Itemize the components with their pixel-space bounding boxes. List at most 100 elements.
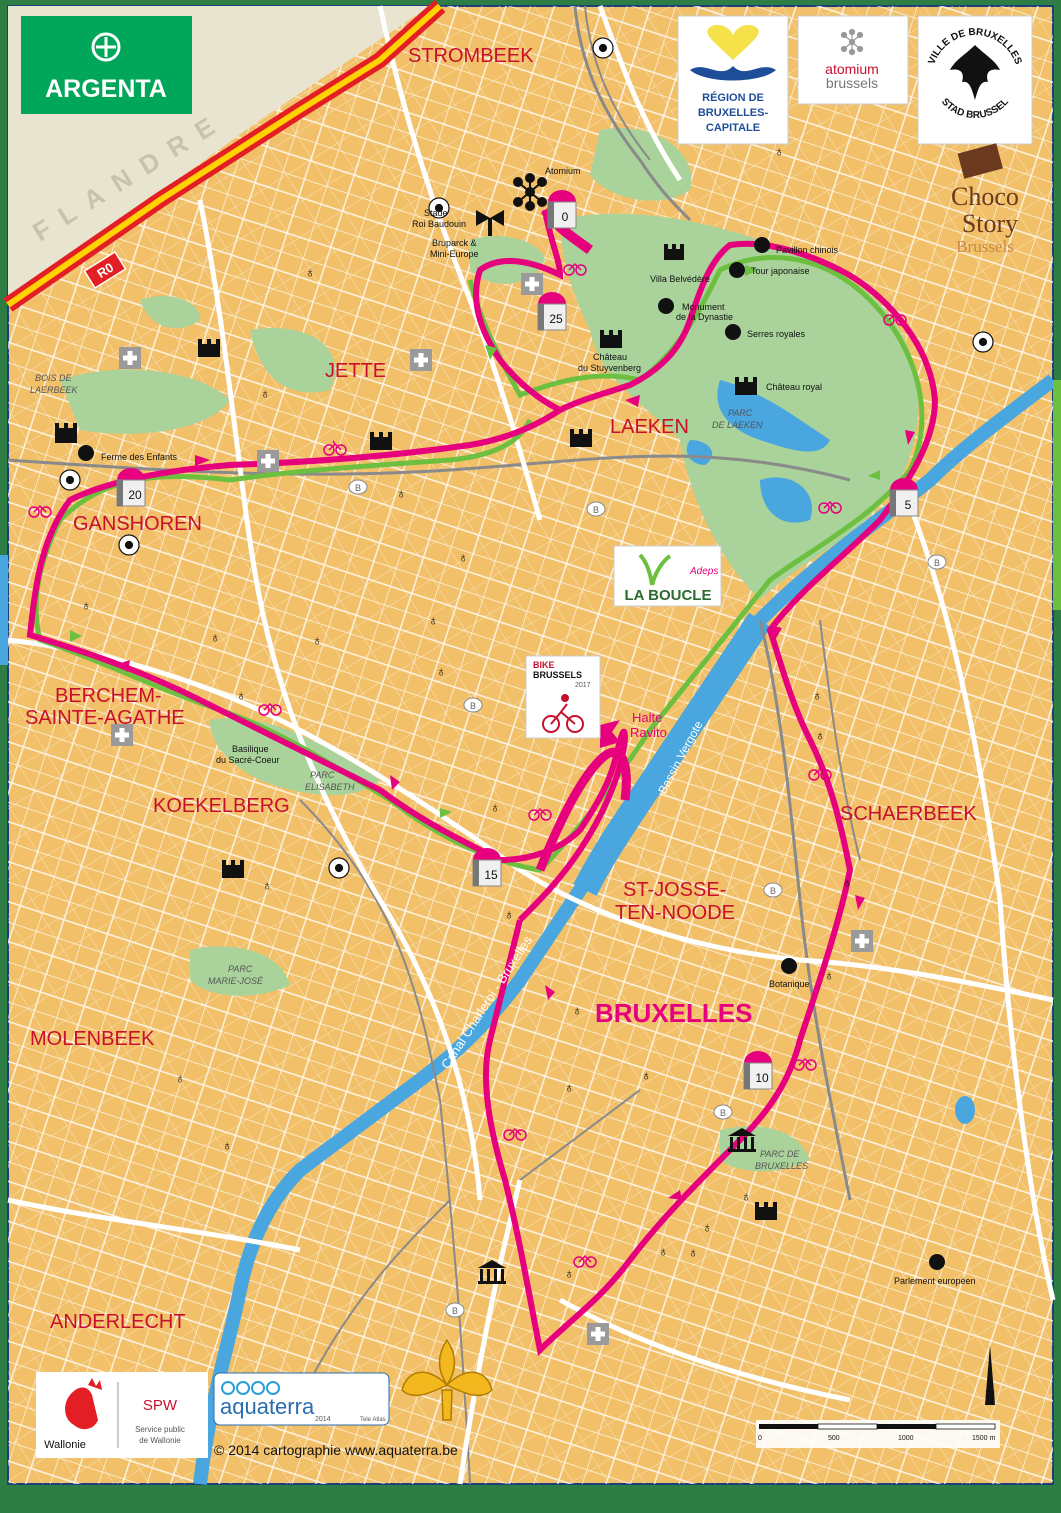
wallonie-text: Wallonie <box>44 1439 86 1451</box>
route-pink-west <box>26 209 629 923</box>
parc-bruxelles-label-2: BRUXELLES <box>755 1161 808 1171</box>
hospital-icon <box>257 450 279 472</box>
svg-text:♁: ♁ <box>428 612 439 628</box>
poi-labels: Atomium Stade Roi Baudouin Bruparck & Mi… <box>101 166 976 1286</box>
aquaterra-rings-icon <box>221 1381 280 1395</box>
km-marker-5: 5 <box>889 478 919 517</box>
park-labels: BOIS DE LAERBEEK PARC DE LAEKEN PARC ELI… <box>30 373 808 1171</box>
parc-elisabeth-label-1: PARC <box>310 770 335 780</box>
halte-label-2: Ravito <box>630 725 667 740</box>
laeken-church-icon <box>570 429 592 447</box>
football-icon <box>592 37 614 59</box>
svg-text:5: 5 <box>905 498 912 512</box>
football-icon <box>328 857 350 879</box>
svg-text:♁: ♁ <box>702 1219 713 1235</box>
parc-bruxelles-label-1: PARC DE <box>760 1149 800 1159</box>
district-koekelberg: KOEKELBERG <box>153 795 290 817</box>
park-lakes <box>686 380 975 1124</box>
heart-icon <box>707 24 759 61</box>
palais-museum-icon <box>728 1128 756 1152</box>
district-schaerbeek: SCHAERBEEK <box>840 803 977 825</box>
district-berchem-line2: SAINTE-AGATHE <box>25 707 185 729</box>
bruparck-label-2: Mini-Europe <box>430 249 479 259</box>
choco-text-2: Story <box>962 209 1018 238</box>
aquaterra-year: 2014 <box>315 1416 331 1423</box>
aquaterra-sub: Tele Atlas <box>360 1417 386 1423</box>
atomium-logo-text-2: brussels <box>826 75 878 91</box>
svg-text:♁: ♁ <box>236 687 247 703</box>
district-bruxelles: BRUXELLES <box>595 998 752 1028</box>
cyclist-icon <box>542 694 584 733</box>
ferme-dot <box>78 445 94 461</box>
svg-text:♁: ♁ <box>436 663 447 679</box>
district-berchem-line1: BERCHEM- <box>55 685 162 707</box>
bus-stop-label: B <box>452 1306 458 1316</box>
svg-text:♁: ♁ <box>658 1243 669 1259</box>
svg-text:♁: ♁ <box>774 143 785 159</box>
district-labels: STROMBEEK JETTE LAEKEN GANSHOREN BERCHEM… <box>25 45 977 1333</box>
svg-text:♁: ♁ <box>312 632 323 648</box>
region-text-2: BRUXELLES- <box>698 107 769 119</box>
football-icon <box>59 469 81 491</box>
choco-story-logo: Choco Story Brussels <box>951 143 1019 256</box>
svg-text:♁: ♁ <box>210 629 221 645</box>
svg-text:20: 20 <box>128 488 142 502</box>
svg-text:♁: ♁ <box>458 549 469 565</box>
bus-stops: B B B B B B B <box>348 479 947 1318</box>
district-jette: JETTE <box>325 360 386 382</box>
jette-church-icon <box>370 432 392 450</box>
svg-text:♁: ♁ <box>688 1244 699 1260</box>
atomium-label: Atomium <box>545 166 581 176</box>
north-arrow-icon <box>985 1345 995 1405</box>
svg-text:♁: ♁ <box>564 1265 575 1281</box>
direction-arrows <box>115 395 915 1200</box>
spw-text-3: de Wallonie <box>139 1436 181 1445</box>
tour-dot <box>729 262 745 278</box>
chateau-royal-icon <box>735 377 757 395</box>
region-logo: RÉGION DE BRUXELLES- CAPITALE <box>677 15 789 145</box>
choco-text-3: Brussels <box>956 237 1014 256</box>
bike-text-2: BRUSSELS <box>533 670 582 680</box>
saint-michel-icon <box>950 45 1000 100</box>
museum-icons <box>478 1128 756 1284</box>
parc-mariejose-label-2: MARIE-JOSÉ <box>208 976 264 986</box>
basilique-label-2: du Sacré-Coeur <box>216 755 280 765</box>
stuyvenberg-label-2: du Stuyvenberg <box>578 363 641 373</box>
bus-stop-label: B <box>770 886 776 896</box>
pavillon-dot <box>754 237 770 253</box>
parlement-dot <box>929 1254 945 1270</box>
district-stjosse-line2: TEN-NOODE <box>615 902 735 924</box>
hospital-icon <box>119 347 141 369</box>
svg-text:♁: ♁ <box>81 597 92 613</box>
north-arrow: N <box>985 1345 995 1405</box>
bassin-vergote <box>573 612 771 896</box>
aquaterra-logo: aquaterra 2014 Tele Atlas <box>213 1372 390 1426</box>
district-molenbeek: MOLENBEEK <box>30 1028 155 1050</box>
scale-tick-1500: 1500 m <box>972 1435 996 1442</box>
svg-text:0: 0 <box>562 210 569 224</box>
parc-laeken-label-1: PARC <box>728 408 753 418</box>
hospital-icon <box>587 1323 609 1345</box>
svg-text:♁: ♁ <box>396 485 407 501</box>
boucle-text-1: Adeps <box>689 566 718 577</box>
serres-label: Serres royales <box>747 329 806 339</box>
bois-label-1: BOIS DE <box>35 373 73 383</box>
parc-mariejose-label-1: PARC <box>228 964 253 974</box>
football-icon <box>118 534 140 556</box>
ganshoren-church-icon <box>55 423 77 443</box>
botanique-label: Botanique <box>769 979 810 989</box>
cathedral-icon <box>755 1202 777 1220</box>
scale-tick-1000: 1000 <box>898 1435 914 1442</box>
svg-text:♁: ♁ <box>305 264 316 280</box>
parc-laeken-label-2: DE LAEKEN <box>712 420 763 430</box>
district-stjosse-line1: ST-JOSSE- <box>623 879 726 901</box>
basilique-label-1: Basilique <box>232 744 269 754</box>
km-marker-0: 0 <box>547 190 577 229</box>
km-marker-25: 25 <box>537 292 567 331</box>
ville-logo: VILLE DE BRUXELLES STAD BRUSSEL <box>917 15 1033 145</box>
scale-tick-0: 0 <box>758 1435 762 1442</box>
district-anderlecht: ANDERLECHT <box>50 1311 186 1333</box>
bus-stop-label: B <box>720 1108 726 1118</box>
chateau-royal-label: Château royal <box>766 382 822 392</box>
bike-symbols <box>28 262 907 1268</box>
